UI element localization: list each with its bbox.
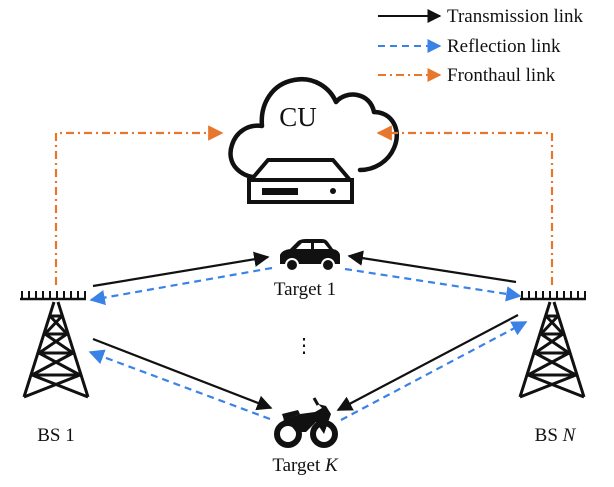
legend-transmission-label: Transmission link [447, 6, 584, 27]
reflection-link-target1-bs1 [89, 266, 273, 306]
ellipsis: ⋮ [294, 335, 314, 357]
bs-right-label-var: N [562, 425, 577, 446]
target-bottom-label: Target K [272, 455, 339, 476]
legend: Transmission link Reflection link Fronth… [378, 6, 584, 86]
bs-right-tower: BS N [518, 291, 586, 446]
legend-reflection-label: Reflection link [447, 36, 561, 57]
bs-left-label: BS 1 [37, 425, 75, 446]
cloud-icon [228, 76, 400, 181]
bs-right-label: BS N [535, 425, 577, 446]
target-top-label: Target 1 [274, 279, 336, 300]
reflection-link-targetK-bs1 [88, 349, 271, 421]
motorbike-icon [274, 397, 338, 448]
antenna-array-icon [20, 291, 86, 301]
transmission-link-bs1-target1 [92, 251, 270, 288]
fronthaul-link-right [376, 125, 554, 285]
reflection-link-target1-bsN [344, 267, 522, 302]
transmission-link-bsN-target1 [347, 250, 517, 284]
reflection-link-targetK-bsN [340, 321, 528, 421]
target-bottom-label-prefix: Target [272, 455, 325, 476]
antenna-array-icon [520, 291, 586, 301]
car-icon [280, 239, 340, 272]
legend-fronthaul-label: Fronthaul link [447, 65, 556, 86]
server-icon [247, 158, 354, 204]
transmission-link-bs1-targetK [92, 337, 273, 411]
target-bottom-label-var: K [324, 455, 339, 476]
transmission-link-bsN-targetK [336, 314, 519, 411]
tower-icon [22, 301, 90, 399]
fronthaul-link-left [54, 125, 224, 285]
bs-right-label-prefix: BS [535, 425, 563, 446]
bs-left-tower: BS 1 [20, 291, 90, 446]
cu-cloud: CU [228, 76, 400, 181]
tower-icon [518, 301, 586, 399]
cu-label: CU [279, 102, 317, 132]
